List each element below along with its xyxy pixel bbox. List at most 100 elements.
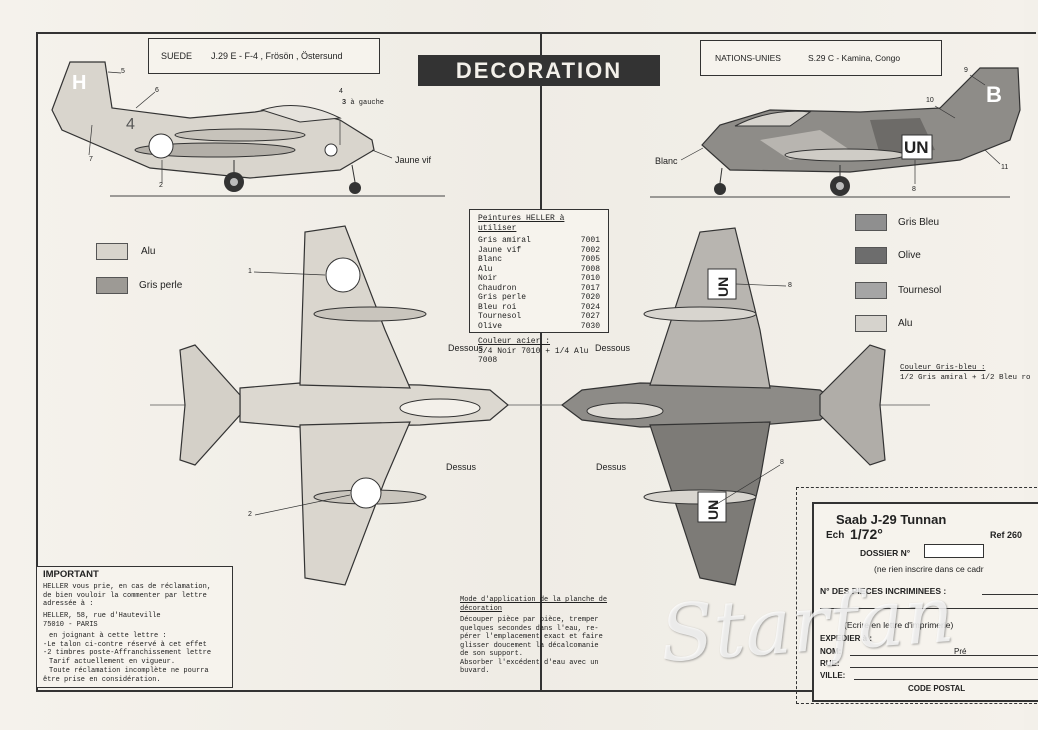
form-note: (ne rien inscrire dans ce cadr [874,564,984,574]
code-postal-label: CODE POSTAL [908,684,966,693]
instructions-line: Absorber l'excédent d'eau avec un [460,658,599,667]
callout-5-left: 5 [121,68,125,75]
page-title: DECORATION [418,55,660,86]
left-country: SUEDE [161,51,193,61]
nom-label: NOM: [820,647,842,656]
ville-field[interactable] [854,679,1038,680]
important-line: Toute réclamation incomplète ne pourra [49,666,209,675]
important-line: en joignant à cette lettre : [49,631,167,640]
note-jaune-vif: Jaune vif [395,155,432,165]
instructions-heading: Mode d'application de la planche de [460,596,608,604]
paint-ref: 7024 [580,302,600,312]
left-aircraft: J.29 E - F-4 , Frösön , Östersund [211,51,343,61]
callout-2-side: 2 [159,182,163,189]
label-dessus-left: Dessus [446,462,477,472]
paint-row: Gris perle 7020 [478,293,600,303]
paint-name: Gris amiral [478,236,531,245]
swatch-alu-right [855,315,887,332]
paint-row: Olive 7030 [478,322,600,332]
callout-2-plan: 2 [248,511,252,518]
callout-1: 1 [248,268,252,275]
legend-label-gris-bleu: Gris Bleu [898,217,940,228]
instructions-line: glisser doucement la décalcomanie [460,641,599,650]
application-instructions: Mode d'application de la planche de déco… [460,596,630,676]
paint-ref: 7001 [580,236,600,245]
note-blanc: Blanc [655,156,678,166]
claim-form-outer [796,487,1037,704]
center-divider [540,32,542,692]
paint-name: Alu [478,264,493,274]
important-line: de bien vouloir la commenter par lettre [43,591,207,600]
legend-label-alu-left: Alu [141,246,156,257]
prenom-label: Pré [954,647,967,656]
instructions-line: pérer l'emplacement exact et faire [460,633,603,641]
important-heading: IMPORTANT [43,569,99,580]
paint-ref: 7030 [580,321,600,331]
legend-label-gris-perle: Gris perle [139,280,183,291]
paint-row: Jaune vif 7002 [478,246,600,256]
paint-name: Chaudron [478,283,517,293]
paint-name: Gris perle [478,293,527,302]
side-number-4: 4 [126,116,135,133]
steel-heading: Couleur acier : [478,337,551,346]
right-header-box: NATIONS-UNIES S.29 C - Kamina, Congo [700,40,942,76]
important-line: adressée à : [43,600,94,609]
pieces-line[interactable] [820,608,1038,609]
callout-9: 9 [964,67,968,74]
paint-name: Noir [478,274,498,283]
paint-ref: 7008 [580,264,600,274]
pieces-field[interactable] [982,594,1038,595]
right-country: NATIONS-UNIES [715,53,781,63]
important-address: HELLER, 58, rue d'Hauteville [43,612,161,621]
label-dessous-right: Dessous [595,343,631,353]
print-note: (Ecrire en lettre d'imprimerie) [844,620,954,630]
callout-4-side: 4 [339,88,343,95]
important-line: être prise en considération. [43,675,161,684]
paint-name: Tournesol [478,312,522,321]
instructions-line: de son support. [460,650,524,658]
label-dessus-right: Dessus [596,462,627,472]
instructions-line: buvard. [460,667,490,675]
nom-field[interactable] [850,655,1038,656]
paint-list-heading: Peintures HELLER à utiliser [478,214,565,233]
legend-label-tournesol: Tournesol [898,285,942,296]
paint-row: Alu 7008 [478,265,600,275]
callout-7-left: 7 [89,156,93,163]
callout-6-left: 6 [155,87,159,94]
claim-form: Saab J-29 Tunnan Ech 1/72° Ref 260 DOSSI… [812,502,1038,702]
callout-11: 11 [1001,164,1009,171]
important-line: HELLER vous prie, en cas de réclamation, [43,582,212,591]
swatch-gris-perle [96,277,128,294]
ville-label: VILLE: [820,671,846,680]
scale-prefix: Ech [826,530,845,541]
model-name: Saab J-29 Tunnan [836,512,947,527]
swatch-alu-left [96,243,128,260]
paint-ref: 7005 [580,255,600,264]
important-address: 75010 - PARIS [43,620,98,629]
tail-letter-B: B [986,82,1002,107]
un-upper-marking: UN [715,276,731,297]
tail-letter-H: H [72,72,87,94]
instructions-line: quelques secondes dans l'eau, re- [460,624,599,633]
paint-name: Blanc [478,255,503,264]
paint-name: Olive [478,321,503,331]
important-line: -2 timbres poste-Affranchissement lettre [43,649,212,658]
paint-ref: 7020 [580,293,600,302]
expedier-label: EXPEDIER à : [820,634,873,643]
note-a-gauche: 3 à gauche [342,99,385,107]
paint-ref: 7027 [580,312,600,321]
paint-name: Jaune vif [478,245,522,255]
dossier-field[interactable] [924,544,984,558]
paint-ref: 7002 [580,245,600,255]
paint-name: Bleu roi [478,302,517,312]
callout-10: 10 [926,97,934,104]
label-dessous-left: Dessous [448,343,484,353]
legend-label-olive: Olive [898,250,921,261]
swatch-olive [855,247,887,264]
important-line: -Le talon ci-contre réservé à cet effet [43,640,207,649]
callout-3-side: 3 [342,99,346,106]
rue-field[interactable] [850,667,1038,668]
grey-blue-mix: 1/2 Gris amiral + 1/2 Bleu ro [900,374,1031,382]
